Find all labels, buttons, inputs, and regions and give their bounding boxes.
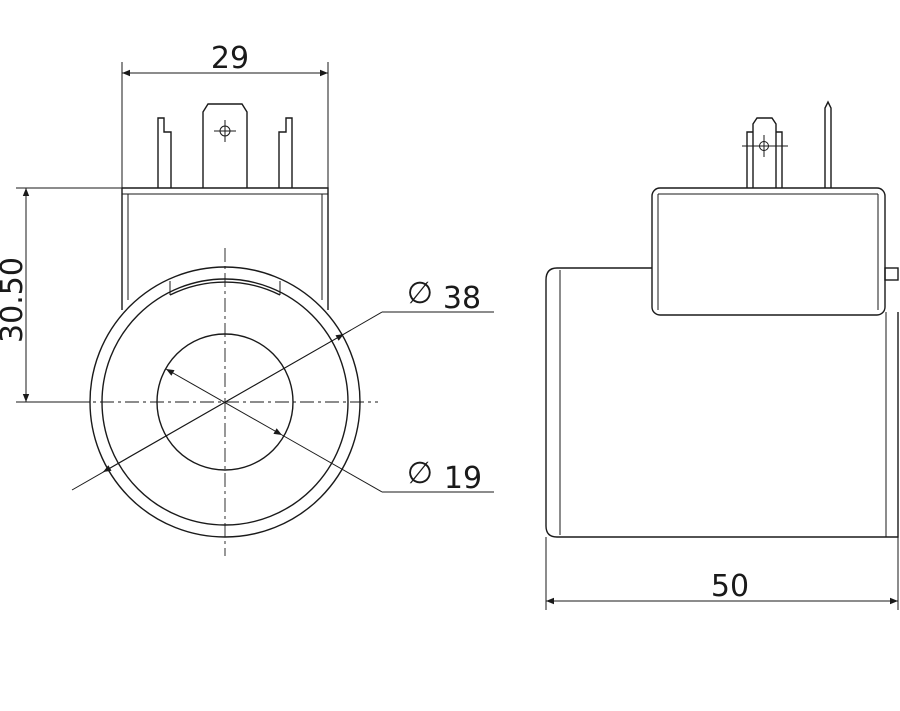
- outer-diameter-symbol: ∅: [407, 276, 433, 311]
- width-dimension-label: 29: [211, 41, 249, 76]
- pin-center: [202, 103, 248, 188]
- side-tab: [884, 267, 899, 281]
- connector-box-side: [651, 187, 886, 316]
- dimension-height: 30.50: [0, 187, 122, 403]
- coil-body-side: [545, 267, 899, 538]
- side-pin-right: [824, 100, 832, 188]
- dimension-inner-diameter: ∅ 19: [165, 368, 494, 496]
- side-view: 50: [545, 100, 899, 610]
- pin-left: [157, 117, 172, 188]
- inner-diameter-symbol: ∅: [407, 456, 433, 491]
- inner-diameter-label: 19: [444, 461, 482, 496]
- dimension-length: 50: [545, 537, 899, 610]
- length-dimension-label: 50: [711, 569, 749, 604]
- pin-right: [278, 117, 293, 188]
- side-pin-center: [742, 117, 788, 188]
- outer-diameter-label: 38: [443, 281, 481, 316]
- front-view: 29 30.50 ∅ 38 ∅ 19: [0, 41, 494, 556]
- dimension-width: 29: [121, 41, 329, 188]
- height-dimension-label: 30.50: [0, 257, 30, 343]
